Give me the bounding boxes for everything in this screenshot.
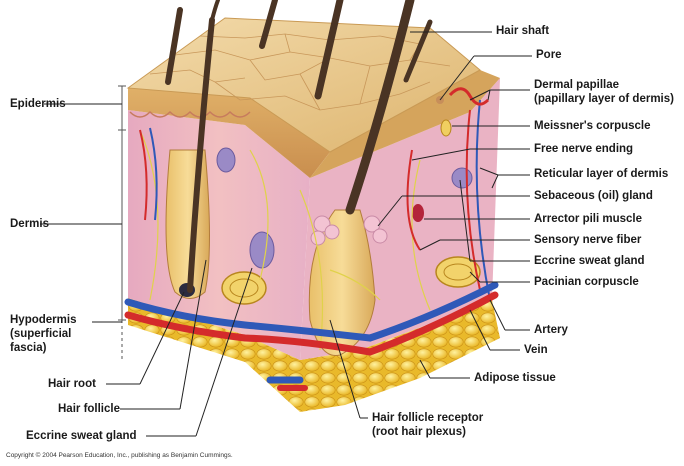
epidermis-front-strip [128,88,330,178]
label-sensory-nerve-fiber: Sensory nerve fiber [534,234,642,246]
label-epidermis: Epidermis [10,98,66,110]
label-vein: Vein [524,344,548,356]
label-reticular-layer: Reticular layer of dermis [534,168,669,180]
label-hair-shaft: Hair shaft [496,25,550,37]
label-pacinian-corpuscle: Pacinian corpuscle [534,276,639,288]
copyright-notice: Copyright © 2004 Pearson Education, Inc.… [6,452,233,459]
artery-vessel [124,291,499,356]
label-adipose-tissue: Adipose tissue [474,372,556,384]
label-hair-follicle: Hair follicle [58,403,120,415]
label-hypodermis: Hypodermis [10,314,77,326]
label-dermal-papillae: Dermal papillae [534,79,620,91]
hairs [165,0,433,293]
meissner-corpuscle [440,119,452,137]
hair-follicle-center [308,209,376,357]
label-eccrine-sweat-gland-left: Eccrine sweat gland [26,430,137,442]
label-dermis: Dermis [10,218,49,230]
skin-surface [126,17,481,153]
capillaries [139,99,491,301]
label-free-nerve-ending: Free nerve ending [534,143,634,155]
label-meissners-corpuscle: Meissner's corpuscle [534,120,651,132]
label-eccrine-sweat-gland-right: Eccrine sweat gland [534,255,645,267]
label-hair-root: Hair root [48,378,96,390]
label-hair-follicle-receptor: Hair follicle receptor [372,412,484,424]
vein-vessel [124,281,499,342]
arrector-pili [412,204,424,222]
dermal-papillae-wave [129,110,251,118]
label-hypodermis-sub2: fascia) [10,342,47,354]
pacinian-corpuscles [221,256,481,305]
layer-bracket [118,85,126,362]
leader-lines [40,31,532,437]
epidermis-right-strip [310,70,500,178]
skin-block [118,0,500,412]
label-sebaceous-gland: Sebaceous (oil) gland [534,190,653,202]
label-pore: Pore [536,49,562,61]
label-hair-follicle-receptor-sub: (root hair plexus) [372,426,466,438]
adipose-layer [128,298,500,412]
label-hypodermis-sub1: (superficial [10,328,72,340]
sebaceous-glands [310,215,388,246]
label-dermal-papillae-sub: (papillary layer of dermis) [534,93,674,105]
label-arrector-pili: Arrector pili muscle [534,213,643,225]
label-artery: Artery [534,324,568,336]
